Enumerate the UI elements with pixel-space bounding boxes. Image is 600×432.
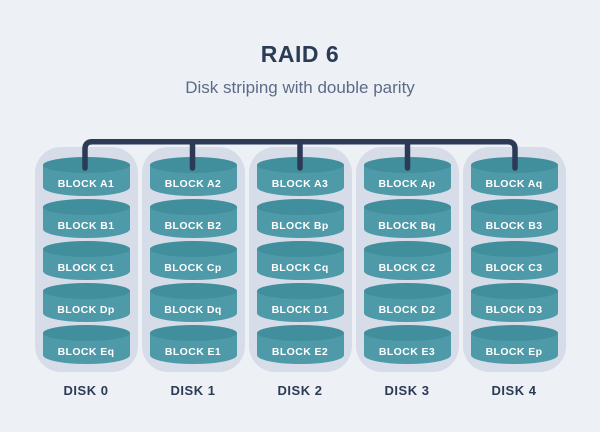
disk-block: BLOCK B2 <box>149 199 237 238</box>
disk-label: DISK 2 <box>277 383 323 398</box>
block-label: BLOCK D1 <box>271 304 329 316</box>
block-label: BLOCK E2 <box>271 346 329 358</box>
block-label: BLOCK C3 <box>485 262 543 274</box>
disk-block: BLOCK Dq <box>149 283 237 322</box>
block-label: BLOCK B1 <box>57 220 115 232</box>
block-label: BLOCK Bp <box>271 220 329 232</box>
disk-block: BLOCK E1 <box>149 325 237 364</box>
disk-block: BLOCK D2 <box>363 283 451 322</box>
block-label: BLOCK Ep <box>485 346 543 358</box>
disk-block: BLOCK Ep <box>470 325 558 364</box>
block-label: BLOCK Bq <box>378 220 436 232</box>
block-label: BLOCK B3 <box>485 220 543 232</box>
block-label: BLOCK A3 <box>271 178 329 190</box>
block-label: BLOCK B2 <box>164 220 222 232</box>
disks-row: BLOCK A1 BLOCK B1 BLOCK C1 BLOCK Dp BLOC… <box>0 147 600 398</box>
block-label: BLOCK Eq <box>57 346 115 358</box>
disk-casing: BLOCK Aq BLOCK B3 BLOCK C3 BLOCK D3 BLOC… <box>462 147 566 372</box>
block-label: BLOCK Aq <box>485 178 543 190</box>
disk-column-4: BLOCK Aq BLOCK B3 BLOCK C3 BLOCK D3 BLOC… <box>462 147 566 398</box>
block-label: BLOCK A1 <box>57 178 115 190</box>
block-label: BLOCK D3 <box>485 304 543 316</box>
disk-column-0: BLOCK A1 BLOCK B1 BLOCK C1 BLOCK Dp BLOC… <box>34 147 138 398</box>
block-label: BLOCK A2 <box>164 178 222 190</box>
block-label: BLOCK D2 <box>378 304 436 316</box>
disk-block: BLOCK Ap <box>363 157 451 196</box>
disk-block: BLOCK A3 <box>256 157 344 196</box>
disk-label: DISK 3 <box>384 383 430 398</box>
disk-label: DISK 1 <box>170 383 216 398</box>
page-subtitle: Disk striping with double parity <box>185 78 415 97</box>
disk-block: BLOCK Eq <box>42 325 130 364</box>
disk-block: BLOCK C2 <box>363 241 451 280</box>
disk-column-1: BLOCK A2 BLOCK B2 BLOCK Cp BLOCK Dq BLOC… <box>141 147 245 398</box>
disk-casing: BLOCK A2 BLOCK B2 BLOCK Cp BLOCK Dq BLOC… <box>141 147 245 372</box>
disk-block: BLOCK Cq <box>256 241 344 280</box>
disk-block: BLOCK B1 <box>42 199 130 238</box>
block-label: BLOCK Dp <box>57 304 115 316</box>
page-title: RAID 6 <box>260 41 340 67</box>
block-label: BLOCK Ap <box>378 178 436 190</box>
disk-block: BLOCK D3 <box>470 283 558 322</box>
disk-casing: BLOCK A3 BLOCK Bp BLOCK Cq BLOCK D1 BLOC… <box>248 147 352 372</box>
disk-casing: BLOCK A1 BLOCK B1 BLOCK C1 BLOCK Dp BLOC… <box>34 147 138 372</box>
disk-block: BLOCK Dp <box>42 283 130 322</box>
disk-label: DISK 0 <box>63 383 109 398</box>
block-label: BLOCK Cq <box>271 262 329 274</box>
disk-column-3: BLOCK Ap BLOCK Bq BLOCK C2 BLOCK D2 BLOC… <box>355 147 459 398</box>
disk-casing: BLOCK Ap BLOCK Bq BLOCK C2 BLOCK D2 BLOC… <box>355 147 459 372</box>
disk-block: BLOCK E2 <box>256 325 344 364</box>
disk-block: BLOCK E3 <box>363 325 451 364</box>
disk-block: BLOCK Bq <box>363 199 451 238</box>
disk-block: BLOCK C3 <box>470 241 558 280</box>
block-label: BLOCK Dq <box>164 304 222 316</box>
disk-label: DISK 4 <box>491 383 537 398</box>
block-label: BLOCK E3 <box>378 346 436 358</box>
disk-block: BLOCK C1 <box>42 241 130 280</box>
disk-block: BLOCK A2 <box>149 157 237 196</box>
disk-block: BLOCK Aq <box>470 157 558 196</box>
block-label: BLOCK Cp <box>164 262 222 274</box>
disk-block: BLOCK Bp <box>256 199 344 238</box>
disk-block: BLOCK B3 <box>470 199 558 238</box>
disk-block: BLOCK D1 <box>256 283 344 322</box>
disk-block: BLOCK Cp <box>149 241 237 280</box>
disk-column-2: BLOCK A3 BLOCK Bp BLOCK Cq BLOCK D1 BLOC… <box>248 147 352 398</box>
block-label: BLOCK E1 <box>164 346 222 358</box>
block-label: BLOCK C1 <box>57 262 115 274</box>
disk-block: BLOCK A1 <box>42 157 130 196</box>
block-label: BLOCK C2 <box>378 262 436 274</box>
